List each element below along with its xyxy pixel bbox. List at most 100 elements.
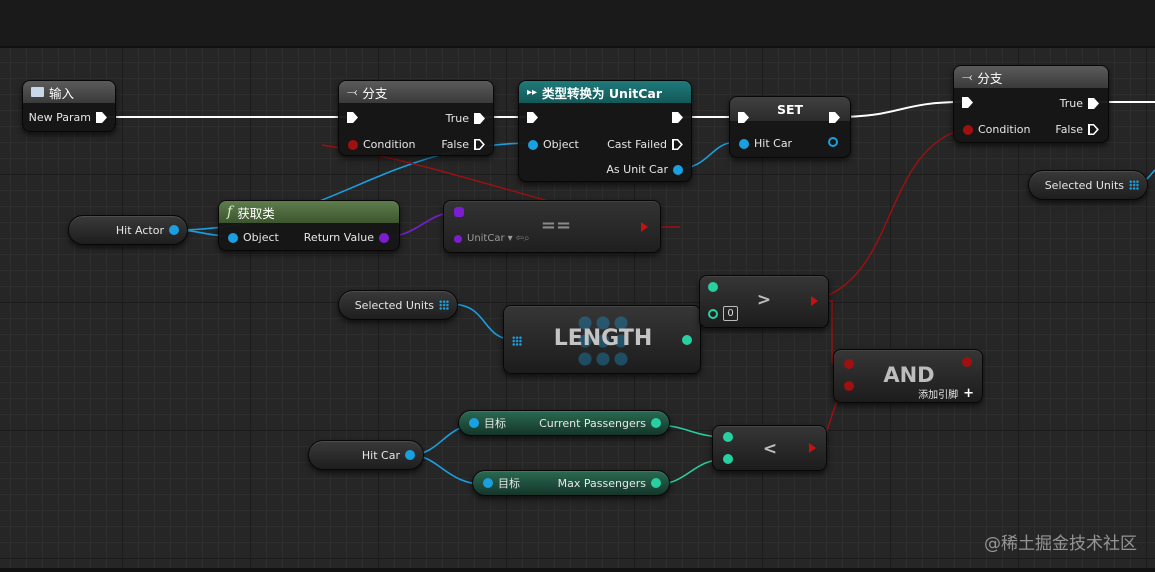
less-output-pin[interactable] [809,443,816,453]
selected-units-label: Selected Units [354,298,434,312]
greater-value-box[interactable]: 0 [723,306,738,321]
hit-car-var[interactable]: Hit Car [308,440,424,470]
branch-2-true-label: True [1059,97,1083,110]
max-target-label: 目标 [498,477,520,490]
cast-arrows-icon: ▸▸ [527,86,538,98]
browse-icon[interactable]: ⇦⌕ [515,233,530,244]
less-b-pin[interactable] [723,454,733,464]
get-class-node-title: 获取类 [237,205,275,221]
set-node[interactable]: SET Hit Car [729,96,851,158]
input-node[interactable]: 输入 New Param [22,80,116,132]
set-hit-car-out-pin[interactable] [828,137,838,147]
current-target-pin[interactable] [469,418,479,428]
selected-units-var-top[interactable]: Selected Units [1028,170,1148,200]
branch-2-condition-label: Condition [978,123,1031,136]
and-node[interactable]: AND 添加引脚 + [833,349,983,403]
watermark-text: @稀土掘金技术社区 [984,534,1137,554]
length-array-in-pin[interactable] [512,336,522,346]
greater-than-node[interactable]: 0 > [699,275,829,328]
exec-wire-set-branch2 [835,101,963,118]
current-passengers-getter[interactable]: 目标 Current Passengers [458,410,670,436]
branch-1-true-pin[interactable] [474,113,485,124]
class-equal-node[interactable]: UnitCar ▾ ⇦⌕ == [443,200,661,253]
max-passengers-getter[interactable]: 目标 Max Passengers [472,470,670,496]
branch-node-2[interactable]: ⤙ 分支 True Condition False [953,65,1109,143]
as-unit-car-pin[interactable] [673,164,683,175]
selected-units-array-pin[interactable] [439,300,449,310]
get-class-node-header: f 获取类 [219,201,399,223]
equal-operator: == [540,215,572,236]
branch-1-true-label: True [445,112,469,125]
cast-failed-pin[interactable] [672,139,683,150]
branch-node-2-title: 分支 [977,70,1003,86]
branch-1-exec-in-pin[interactable] [347,112,358,123]
set-exec-out-pin[interactable] [829,112,840,123]
current-passengers-label: Current Passengers [539,416,646,430]
hit-actor-var[interactable]: Hit Actor [68,215,188,245]
branch-node-1-title: 分支 [362,85,388,101]
new-param-label: New Param [28,111,91,124]
cast-exec-in-pin[interactable] [527,112,538,123]
branch-node-1[interactable]: ⤙ 分支 True Condition False [338,80,494,156]
add-pin-label: 添加引脚 [918,390,959,401]
branch-node-1-header: ⤙ 分支 [339,81,493,103]
hit-actor-pin[interactable] [169,225,179,235]
set-hit-car-in-pin[interactable] [739,138,749,149]
length-node[interactable]: LENGTH [503,305,701,374]
length-int-out-pin[interactable] [682,335,692,345]
set-exec-in-pin[interactable] [738,112,749,123]
cast-exec-out-pin[interactable] [672,112,683,123]
array-watermark-icon [576,314,632,368]
add-pin-button[interactable]: 添加引脚 + [918,386,974,401]
new-param-exec-pin[interactable] [96,112,107,123]
selected-units-var[interactable]: Selected Units [338,290,458,320]
get-class-object-label: Object [243,231,279,244]
get-class-object-pin[interactable] [228,232,238,243]
set-node-title: SET [776,101,804,117]
cast-failed-label: Cast Failed [607,138,667,151]
selected-units-top-array-pin[interactable] [1129,180,1139,190]
less-a-pin[interactable] [723,432,733,442]
branch-2-false-pin[interactable] [1088,124,1099,135]
current-passengers-out-pin[interactable] [651,418,661,428]
equal-a-pin[interactable] [454,207,464,217]
current-target-label: 目标 [484,417,506,430]
branch-1-condition-pin[interactable] [348,139,358,150]
cast-to-unitcar-node[interactable]: ▸▸ 类型转换为 UnitCar Object Cast Failed As U… [518,80,692,182]
input-node-header: 输入 [23,81,115,103]
branch-2-true-pin[interactable] [1088,98,1099,109]
greater-output-pin[interactable] [811,296,818,306]
branch-2-icon: ⤙ [962,69,973,85]
cast-node-header: ▸▸ 类型转换为 UnitCar [519,81,691,103]
equal-output-pin[interactable] [641,222,648,232]
cast-node-title: 类型转换为 UnitCar [542,85,662,101]
unitcar-class-dropdown[interactable]: UnitCar ▾ ⇦⌕ [467,233,530,244]
greater-b-pin[interactable] [708,308,718,319]
max-passengers-label: Max Passengers [557,476,646,490]
equal-b-pin[interactable] [454,234,462,243]
input-icon [31,87,44,97]
branch-2-condition-pin[interactable] [963,124,973,135]
selected-units-top-label: Selected Units [1044,178,1124,192]
cast-object-pin[interactable] [528,139,538,150]
branch-icon: ⤙ [347,84,358,100]
and-output-pin[interactable] [962,357,972,367]
get-class-return-pin[interactable] [379,232,389,243]
and-a-pin[interactable] [844,359,854,369]
input-node-title: 输入 [49,85,75,101]
plus-icon: + [963,386,974,401]
set-hit-car-label: Hit Car [754,137,793,150]
hit-car-pin[interactable] [405,450,415,460]
and-b-pin[interactable] [844,381,854,391]
max-target-pin[interactable] [483,478,493,488]
greater-a-pin[interactable] [708,282,718,292]
branch-2-exec-in-pin[interactable] [962,97,973,108]
get-class-node[interactable]: f 获取类 Object Return Value [218,200,400,251]
max-passengers-out-pin[interactable] [651,478,661,488]
get-class-return-label: Return Value [303,231,374,244]
graph-toolbar-strip [0,0,1155,48]
branch-1-false-pin[interactable] [474,139,485,150]
less-than-node[interactable]: < [712,425,827,471]
less-operator: < [762,439,778,459]
hit-actor-label: Hit Actor [115,223,164,237]
